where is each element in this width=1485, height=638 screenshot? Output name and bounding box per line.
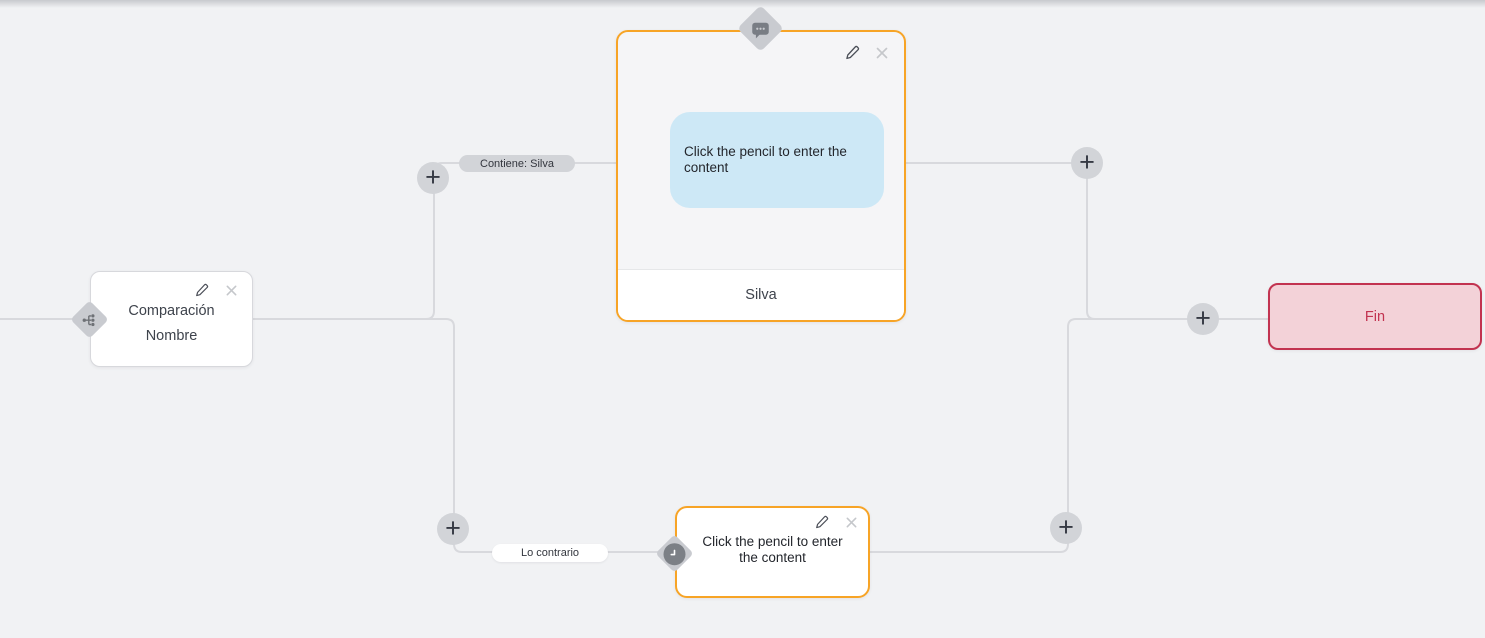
branch-icon [82, 312, 98, 328]
wait-type-badge [655, 534, 694, 573]
add-step-button[interactable]: + [1187, 303, 1219, 335]
condition-node[interactable]: Comparación Nombre [90, 271, 253, 367]
edit-pencil-icon[interactable] [813, 514, 830, 531]
message-footer-text: Silva [745, 287, 777, 303]
wait-node[interactable]: Click the pencil to enter the content [675, 506, 870, 598]
add-step-button[interactable]: + [417, 162, 449, 194]
message-bubble-text: Click the pencil to enter the content [684, 143, 847, 175]
condition-title-line2: Nombre [145, 328, 198, 344]
clock-icon [663, 542, 686, 565]
end-node-label: Fin [1364, 308, 1386, 325]
message-node[interactable]: Click the pencil to enter the content Si… [616, 30, 906, 322]
message-type-badge [737, 5, 784, 52]
chat-bubble-icon [750, 18, 772, 40]
message-bubble: Click the pencil to enter the content [670, 112, 884, 208]
message-footer: Silva [618, 269, 904, 320]
end-node[interactable]: Fin [1268, 283, 1482, 350]
condition-type-badge [70, 300, 109, 339]
close-icon[interactable] [843, 514, 860, 531]
edge-branch-otherwise [425, 318, 659, 553]
wait-node-text: Click the pencil to enter the content [702, 534, 843, 565]
close-icon[interactable] [223, 282, 240, 299]
edge-label-contains: Contiene: Silva [459, 155, 575, 172]
edit-pencil-icon[interactable] [193, 282, 210, 299]
edge-wait-to-end [869, 318, 1269, 553]
condition-title-line1: Comparación [128, 303, 215, 319]
edit-pencil-icon[interactable] [843, 44, 860, 61]
edge-message-to-end [905, 162, 1269, 320]
add-step-button[interactable]: + [1071, 147, 1103, 179]
close-icon[interactable] [873, 44, 890, 61]
add-step-button[interactable]: + [1050, 512, 1082, 544]
add-step-button[interactable]: + [437, 513, 469, 545]
edge-label-otherwise: Lo contrario [492, 544, 608, 562]
